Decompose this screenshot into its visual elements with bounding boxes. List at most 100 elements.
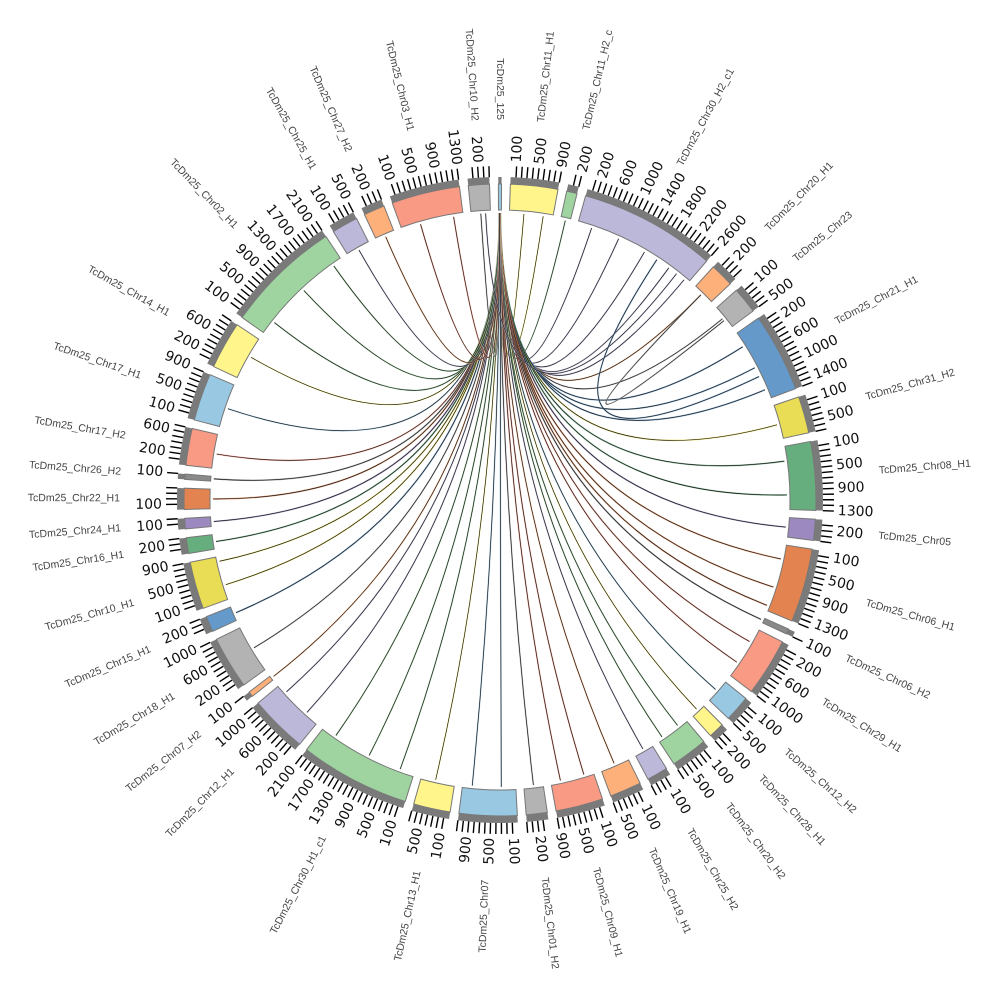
- tick-mark: [174, 423, 186, 428]
- chromosome-ideogram[interactable]: [257, 685, 317, 746]
- chromosome-ideogram[interactable]: [248, 675, 274, 697]
- chromosome-ideogram[interactable]: [215, 627, 266, 686]
- chromosome-ideogram[interactable]: [658, 720, 705, 765]
- link: [597, 259, 760, 419]
- tick-mark: [221, 314, 232, 322]
- tick-mark: [234, 695, 244, 704]
- chromosome-ideogram[interactable]: [773, 396, 810, 439]
- tick-mark: [168, 537, 180, 541]
- chromosome-ideogram[interactable]: [391, 186, 464, 229]
- chromosome-ideogram[interactable]: [185, 427, 219, 469]
- chromosome-label: TcDm25_Chr30_H2_c1: [675, 66, 737, 168]
- tick-label: 200: [138, 440, 167, 460]
- chromosome-ideogram[interactable]: [183, 487, 211, 511]
- chromosome-ideogram[interactable]: [193, 373, 235, 428]
- chromosome-ideogram[interactable]: [695, 266, 732, 303]
- chromosome-ideogram[interactable]: [189, 556, 229, 610]
- chromosome-ideogram[interactable]: [508, 183, 559, 216]
- chromosome-label: TcDm25_Chr08_H1: [878, 458, 971, 477]
- chromosome-ideogram[interactable]: [577, 195, 708, 282]
- tick-mark: [306, 227, 314, 238]
- tick-label: 900: [820, 595, 850, 618]
- tick-mark: [190, 372, 202, 378]
- tick-mark: [809, 592, 821, 597]
- tick-mark: [406, 178, 412, 190]
- chromosome-ideogram[interactable]: [413, 778, 455, 813]
- chromosome-ideogram[interactable]: [184, 516, 212, 530]
- tick-mark: [390, 183, 396, 195]
- chromosome-band: [177, 487, 185, 510]
- chromosome-ideogram[interactable]: [692, 705, 723, 737]
- chromosome-ideogram[interactable]: [787, 517, 816, 542]
- tick-label: 200: [793, 655, 824, 682]
- tick-mark: [627, 796, 634, 807]
- tick-mark: [169, 548, 181, 552]
- tick-mark: [637, 197, 644, 209]
- chromosome-ideogram[interactable]: [601, 759, 641, 797]
- chromosome-band: [566, 184, 579, 194]
- tick-mark: [637, 791, 644, 803]
- tick-mark: [797, 371, 809, 377]
- chromosome-ideogram[interactable]: [363, 205, 395, 239]
- chromosome-ideogram[interactable]: [784, 440, 817, 511]
- chromosome-band: [361, 199, 384, 215]
- chromosome-ideogram[interactable]: [560, 190, 578, 220]
- chromosome-label: TcDm25_Chr14_H1: [85, 263, 171, 319]
- chromosome-label: TcDm25_Chr20_H1: [763, 159, 836, 233]
- tick-mark: [184, 605, 196, 610]
- tick-label: 500: [397, 146, 419, 176]
- tick-mark: [577, 813, 582, 825]
- tick-mark: [288, 240, 297, 251]
- tick-label: 1300: [838, 503, 874, 520]
- tick-mark: [202, 646, 213, 653]
- tick-mark: [751, 290, 762, 299]
- chromosome-ideogram[interactable]: [497, 183, 503, 211]
- tick-mark: [748, 286, 758, 295]
- tick-mark: [225, 684, 236, 692]
- chromosome-ideogram[interactable]: [185, 534, 215, 555]
- chromosome-ideogram[interactable]: [184, 473, 212, 482]
- chromosome-ideogram[interactable]: [762, 617, 790, 635]
- tick-mark: [270, 734, 280, 744]
- tick-mark: [772, 321, 783, 329]
- tick-label: 500: [354, 810, 379, 841]
- tick-label: 600: [142, 416, 171, 437]
- tick-mark: [800, 617, 811, 624]
- tick-mark: [251, 715, 261, 724]
- tick-mark: [478, 822, 481, 834]
- chromosome-ideogram[interactable]: [205, 606, 237, 633]
- tick-mark: [681, 766, 690, 777]
- chromosome-ideogram[interactable]: [467, 183, 491, 213]
- tick-mark: [526, 167, 529, 179]
- tick-mark: [466, 821, 470, 833]
- tick-mark: [352, 789, 359, 801]
- chromosome-ideogram[interactable]: [458, 786, 518, 817]
- tick-mark: [660, 779, 667, 791]
- tick-mark: [699, 753, 708, 763]
- chromosome-ideogram[interactable]: [708, 681, 747, 720]
- tick-mark: [815, 428, 827, 432]
- tick-mark: [762, 686, 773, 694]
- tick-mark: [254, 719, 264, 728]
- chromosome-ideogram[interactable]: [550, 773, 604, 812]
- chromosome-band: [252, 703, 300, 750]
- tick-label: 500: [575, 826, 597, 856]
- tick-mark: [337, 782, 344, 793]
- chromosome-ideogram[interactable]: [716, 289, 754, 328]
- chromosome-ideogram[interactable]: [212, 324, 260, 379]
- tick-mark: [172, 562, 184, 567]
- tick-mark: [482, 166, 485, 178]
- chromosome-band: [610, 783, 644, 803]
- link: [499, 212, 678, 726]
- tick-mark: [283, 745, 292, 756]
- chromosome-ideogram[interactable]: [305, 728, 414, 803]
- chromosome-ideogram[interactable]: [767, 544, 813, 622]
- chromosome-ideogram[interactable]: [332, 217, 369, 255]
- chromosome-ideogram[interactable]: [729, 629, 784, 693]
- chromosome-ideogram[interactable]: [523, 786, 548, 816]
- chromosome-label: TcDm25_Chr06_H2: [843, 652, 932, 701]
- tick-mark: [747, 706, 757, 715]
- chromosome-ideogram[interactable]: [241, 235, 341, 334]
- chromosome-ideogram[interactable]: [635, 745, 668, 780]
- tick-mark: [821, 470, 833, 474]
